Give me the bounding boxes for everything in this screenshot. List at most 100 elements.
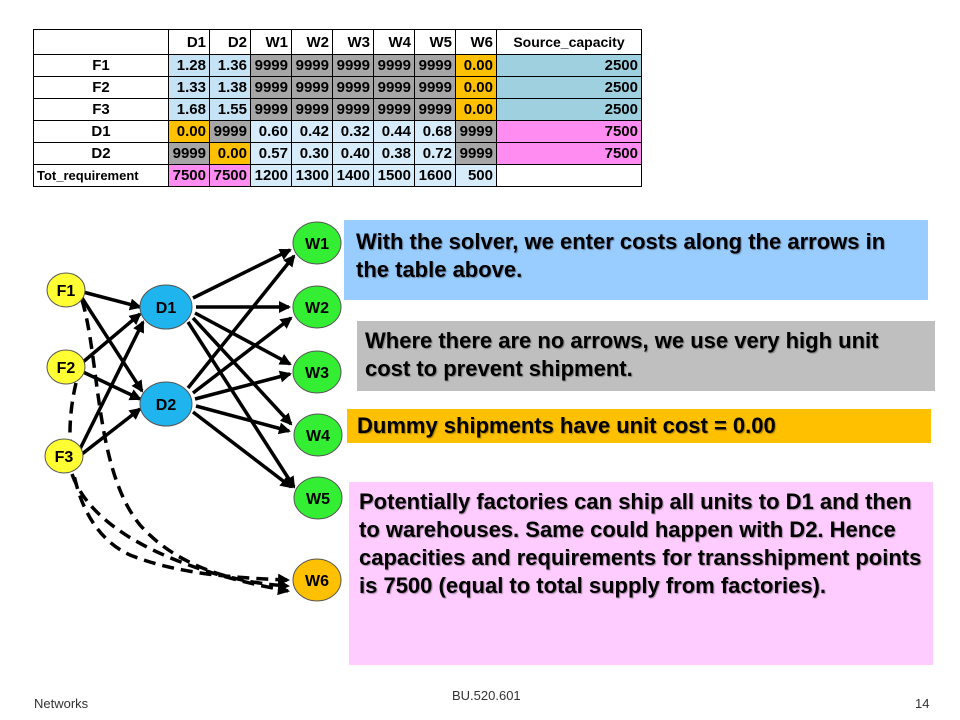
- table-cell: [496, 164, 642, 187]
- column-header: W4: [373, 29, 415, 55]
- arc-f1-d2: [80, 297, 144, 393]
- node-w2-label: W2: [305, 300, 329, 317]
- table-cell: 9999: [455, 120, 497, 143]
- table-cell: 1.33: [168, 76, 210, 99]
- node-w2: W2: [292, 285, 342, 329]
- footer-left: Networks: [34, 696, 89, 711]
- table-cell: 9999: [414, 54, 456, 77]
- arc-f2-d1: [81, 312, 142, 364]
- table-cell: 1200: [250, 164, 292, 187]
- arc-d2-w1: [186, 254, 296, 390]
- node-w3-label: W3: [305, 365, 329, 382]
- table-cell: 9999: [250, 76, 292, 99]
- table-cell: 0.68: [414, 120, 456, 143]
- table-requirement-row: Tot_requirement 7500 7500 1200 1300 1400…: [33, 164, 642, 187]
- node-f1: F1: [46, 272, 86, 308]
- arc-d1-w5: [186, 321, 296, 489]
- node-w1-shape: [292, 221, 342, 265]
- table-cell: 0.72: [414, 142, 456, 165]
- node-w6-label: W6: [305, 573, 329, 590]
- node-w1-label: W1: [305, 236, 329, 253]
- page-number: 14: [915, 696, 930, 711]
- table-cell: 0.42: [291, 120, 333, 143]
- node-d1: D1: [139, 284, 193, 330]
- node-f2-label: F2: [57, 360, 76, 377]
- table-cell: 7500: [209, 164, 251, 187]
- node-d2: D2: [139, 381, 193, 427]
- table-cell: 9999: [373, 98, 415, 121]
- dummy-arc-f3-w6: [70, 473, 290, 596]
- arc-d2-w2: [191, 316, 293, 395]
- table-row: F2 1.33 1.38 9999 9999 9999 9999 9999 0.…: [33, 76, 642, 99]
- node-f3: F3: [44, 438, 84, 474]
- table-header-row: D1 D2 W1 W2 W3 W4 W5 W6 Source_capacity: [33, 29, 642, 55]
- table-cell: 9999: [291, 76, 333, 99]
- column-header: Source_capacity: [496, 29, 642, 55]
- arc-d2-w4: [195, 404, 291, 435]
- table-cell: 0.00: [455, 98, 497, 121]
- table-cell: 9999: [168, 142, 210, 165]
- table-cell: 9999: [250, 98, 292, 121]
- node-w6-shape: [292, 558, 342, 602]
- table-cell: 1.55: [209, 98, 251, 121]
- column-header: W5: [414, 29, 456, 55]
- note-no-arrows-text: Where there are no arrows, we use very h…: [365, 328, 879, 381]
- table-cell: 2500: [496, 76, 642, 99]
- table-cell: 7500: [496, 120, 642, 143]
- node-w1: W1: [292, 221, 342, 265]
- table-cell: 7500: [168, 164, 210, 187]
- node-f2-shape: [46, 349, 86, 385]
- table-cell: 0.57: [250, 142, 292, 165]
- table-row: D2 9999 0.00 0.57 0.30 0.40 0.38 0.72 99…: [33, 142, 642, 165]
- table-cell: 9999: [373, 54, 415, 77]
- table-cell: 9999: [414, 98, 456, 121]
- footer-center: BU.520.601: [452, 688, 521, 703]
- node-d1-label: D1: [156, 300, 177, 317]
- node-w4: W4: [293, 413, 343, 457]
- column-header: W6: [455, 29, 497, 55]
- table-cell: 1500: [373, 164, 415, 187]
- note-no-arrows: Where there are no arrows, we use very h…: [357, 321, 935, 391]
- table-cell: 9999: [332, 98, 374, 121]
- node-f1-shape: [46, 272, 86, 308]
- arc-d2-w5: [191, 410, 293, 489]
- arc-d1-w3: [194, 311, 292, 366]
- note-potential: Potentially factories can ship all units…: [349, 482, 933, 665]
- table-cell: 9999: [291, 98, 333, 121]
- node-f3-label: F3: [55, 449, 74, 466]
- row-header: Tot_requirement: [33, 164, 169, 187]
- node-w5-label: W5: [306, 491, 330, 508]
- table-cell: 1.28: [168, 54, 210, 77]
- node-d1-shape: [139, 284, 193, 330]
- note-dummy: Dummy shipments have unit cost = 0.00: [347, 409, 931, 443]
- cost-table: D1 D2 W1 W2 W3 W4 W5 W6 Source_capacity …: [33, 29, 642, 187]
- node-w2-shape: [292, 285, 342, 329]
- node-f2: F2: [46, 349, 86, 385]
- note-dummy-text: Dummy shipments have unit cost = 0.00: [357, 413, 776, 438]
- dummy-arc-f1-w6: [80, 299, 290, 592]
- node-w4-shape: [293, 413, 343, 457]
- table-cell: 2500: [496, 98, 642, 121]
- node-w3-shape: [292, 350, 342, 394]
- node-f3-shape: [44, 438, 84, 474]
- table-cell: 500: [455, 164, 497, 187]
- node-w5-shape: [293, 476, 343, 520]
- column-header: D2: [209, 29, 251, 55]
- node-d2-shape: [139, 381, 193, 427]
- arc-d2-w3: [194, 370, 292, 401]
- table-cell: 0.00: [209, 142, 251, 165]
- table-cell: 1400: [332, 164, 374, 187]
- node-w5: W5: [293, 476, 343, 520]
- arc-f3-d1: [78, 320, 145, 450]
- arc-d1-w4: [191, 316, 293, 426]
- note-solver: With the solver, we enter costs along th…: [344, 220, 928, 300]
- arc-d1-w1: [192, 248, 292, 300]
- table-cell: 0.00: [455, 54, 497, 77]
- node-d2-label: D2: [156, 397, 177, 414]
- node-f1-label: F1: [57, 283, 76, 300]
- note-solver-text: With the solver, we enter costs along th…: [356, 229, 886, 282]
- arcs: [68, 248, 296, 596]
- row-header: F3: [33, 98, 169, 121]
- node-w3: W3: [292, 350, 342, 394]
